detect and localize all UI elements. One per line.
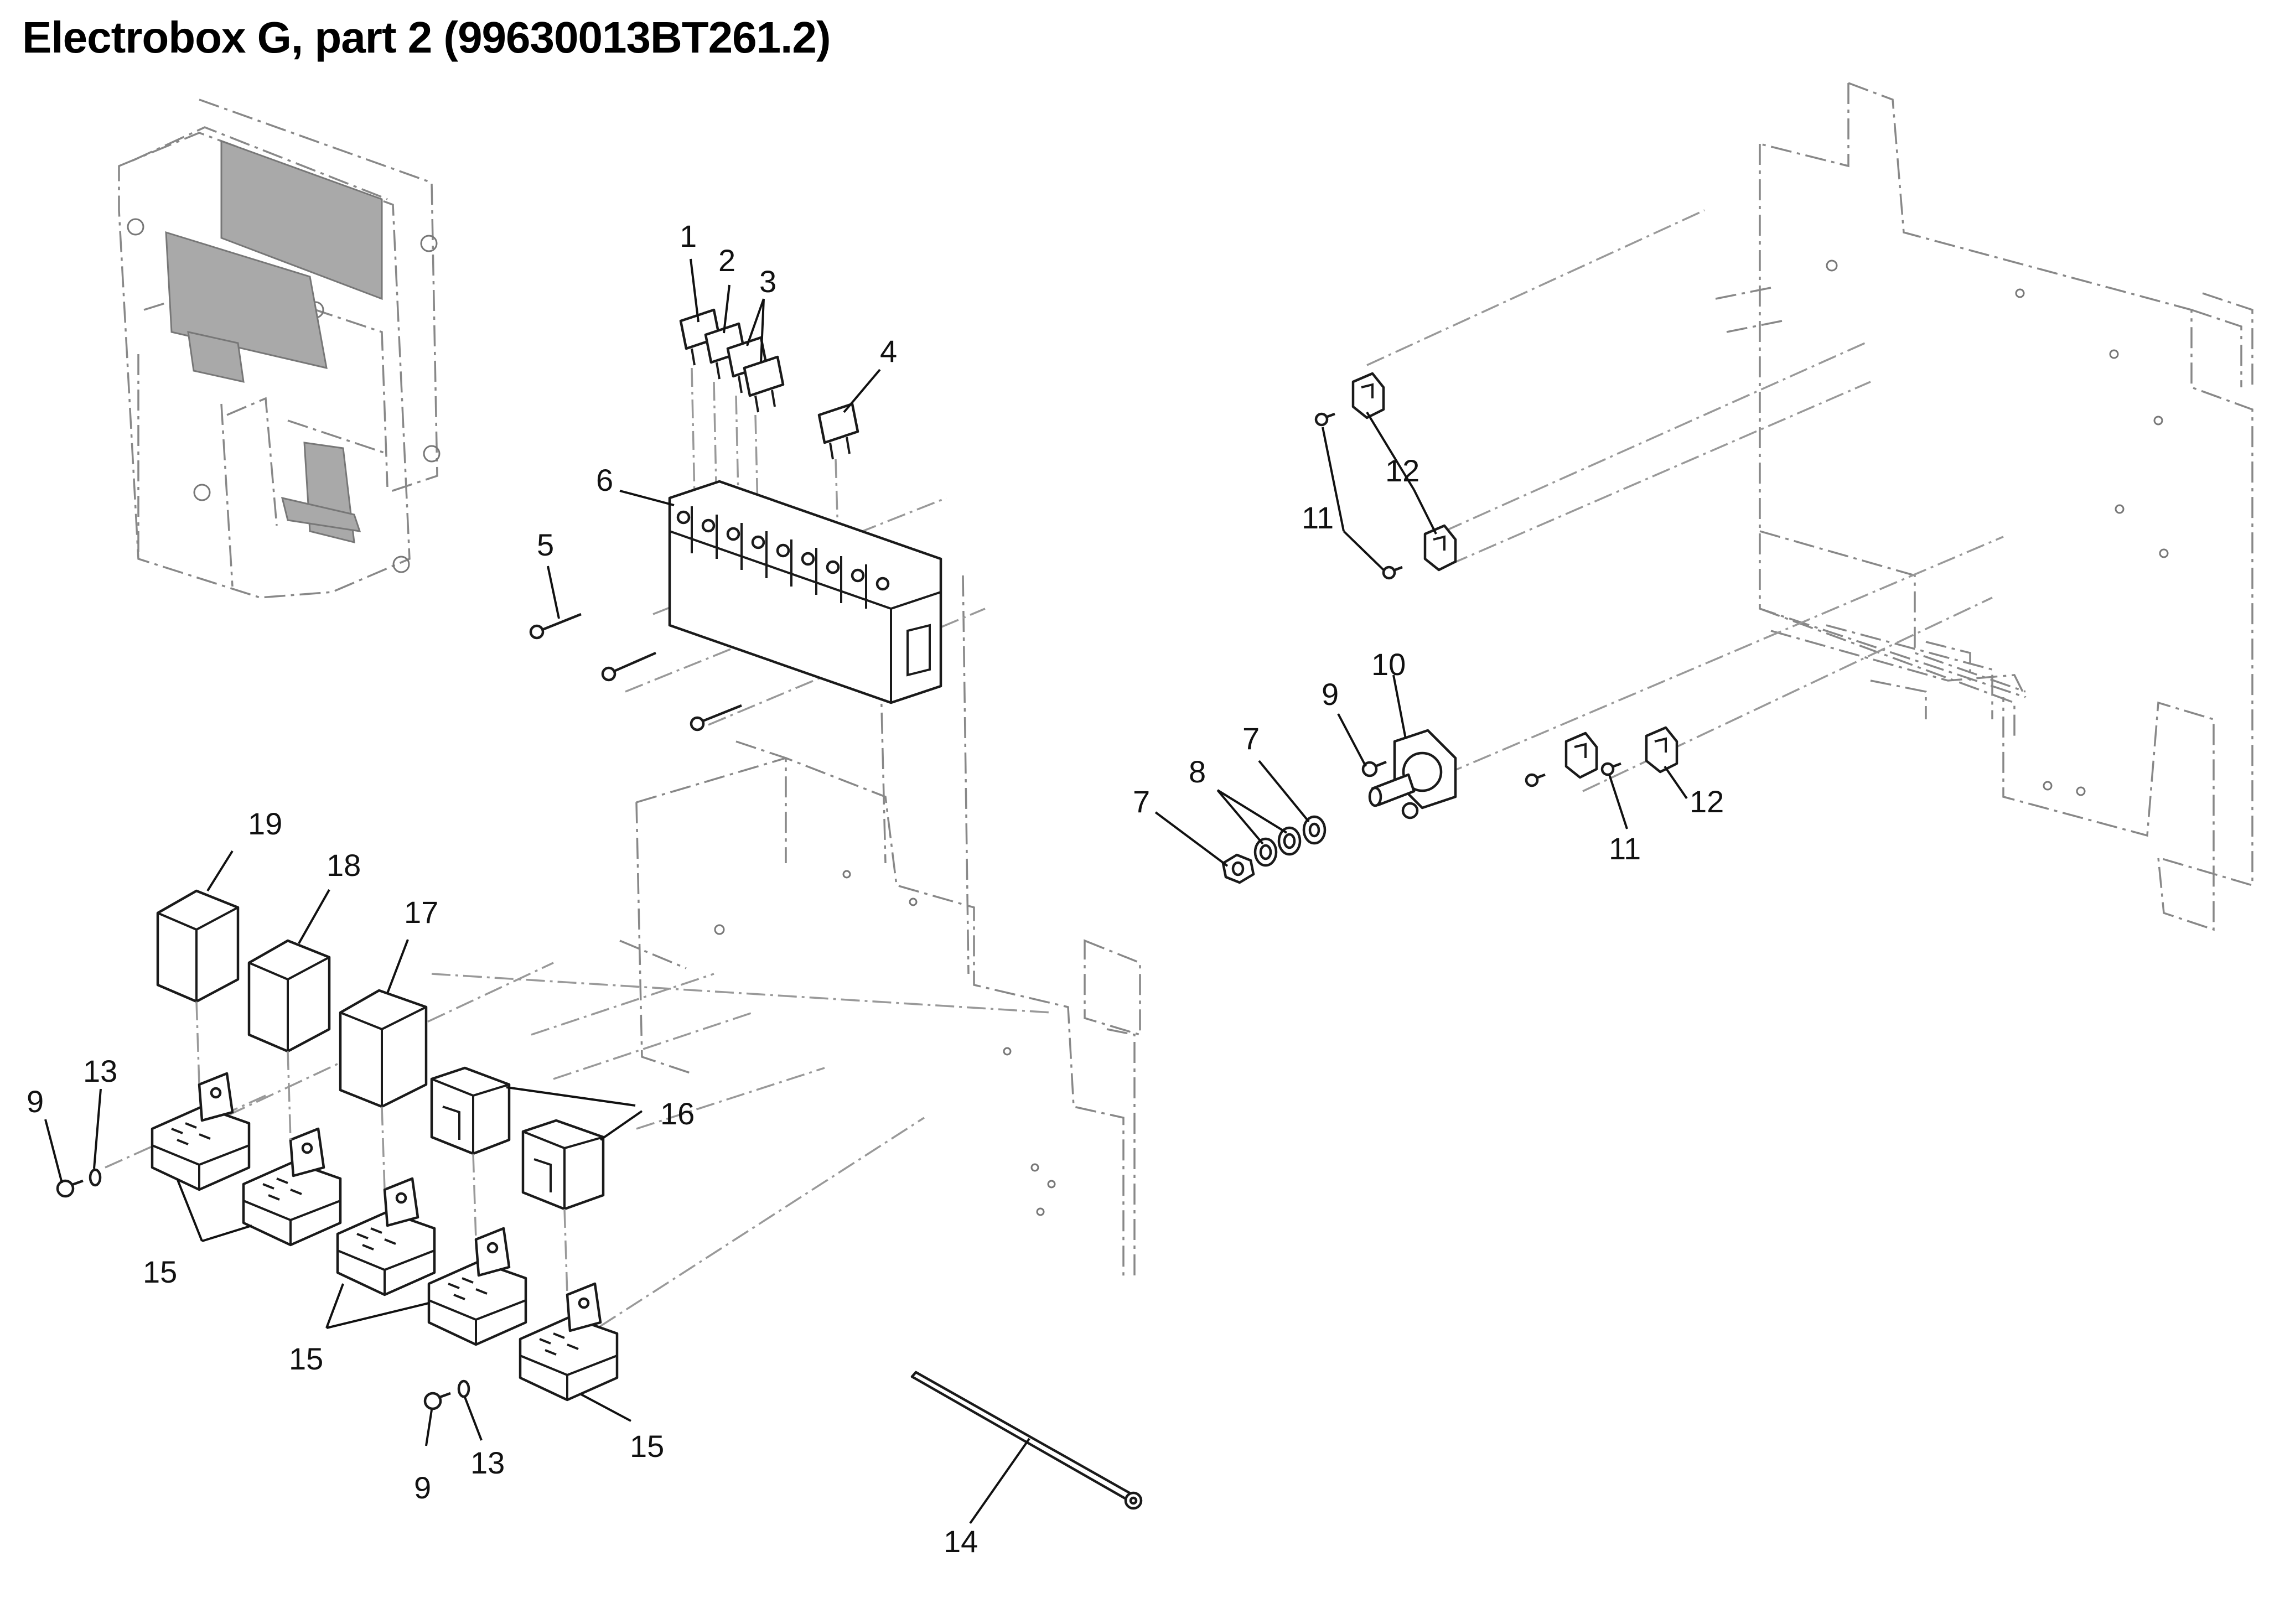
- relay-17: [339, 989, 428, 1108]
- screw-5-c: [690, 704, 742, 731]
- callout-10: 10: [1371, 647, 1406, 682]
- screw-5-a: [529, 613, 582, 640]
- micro-relay-16-a: [430, 1066, 511, 1155]
- callout-6: 6: [596, 463, 613, 497]
- relay-socket-15-c: [336, 1177, 436, 1296]
- fuse-leaders: [691, 367, 840, 554]
- bracket-12-top-b: [1423, 524, 1457, 572]
- bracket-12-right-b: [1645, 726, 1678, 774]
- callout-8: 8: [1189, 754, 1206, 789]
- callout-16: 16: [660, 1096, 695, 1131]
- callout-12-right: 12: [1690, 784, 1724, 819]
- diagram-title: Electrobox G, part 2 (99630013BT261.2): [22, 13, 831, 62]
- mounting-plate-lower-outline: [619, 575, 1141, 1278]
- callout-18: 18: [327, 848, 361, 883]
- screw-11-top-a: [1314, 412, 1335, 427]
- callout-13-left: 13: [83, 1054, 117, 1088]
- callout-11-right: 11: [1609, 831, 1641, 866]
- mounting-frame-right-leaders: [1366, 209, 2004, 792]
- callout-9-switch: 9: [1322, 677, 1339, 712]
- fuse-3b: [743, 355, 785, 413]
- callout-12-top: 12: [1385, 453, 1419, 488]
- relay-19: [156, 889, 240, 1003]
- screw-9-left: [56, 1179, 84, 1198]
- screw-11-right-b: [1600, 762, 1621, 776]
- callout-2: 2: [718, 243, 735, 278]
- relay-socket-15-e: [519, 1282, 619, 1402]
- callout-7-left: 7: [1133, 784, 1150, 819]
- callout-15-b: 15: [289, 1341, 323, 1376]
- callout-7-right: 7: [1242, 721, 1260, 756]
- screw-11-right-a: [1525, 773, 1546, 787]
- callout-11-top: 11: [1302, 500, 1334, 535]
- washer-13-left: [89, 1168, 102, 1187]
- callout-15-c: 15: [630, 1429, 664, 1464]
- callout-4: 4: [880, 334, 897, 369]
- micro-relay-16-b: [521, 1119, 605, 1211]
- cable-tie-14: [910, 1371, 1143, 1510]
- fuse-4: [817, 402, 859, 460]
- relay-socket-15-b: [242, 1127, 342, 1247]
- washer-8-b: [1277, 826, 1302, 856]
- callout-5: 5: [537, 527, 554, 562]
- screw-9-switch: [1361, 760, 1387, 777]
- washer-7-right: [1302, 815, 1327, 845]
- callout-3: 3: [759, 264, 776, 299]
- callout-leader-lines: [44, 258, 1688, 1524]
- callout-9-bottom: 9: [414, 1470, 431, 1505]
- callout-1: 1: [680, 219, 697, 253]
- nut-7-left: [1221, 853, 1255, 884]
- relay-socket-15-a: [151, 1072, 251, 1191]
- callout-14: 14: [944, 1524, 978, 1559]
- callout-numbers: 1 2 3 4 5 6 7 7 8 9 9 9 10 11 11 12 12 1…: [27, 219, 1724, 1559]
- callout-15-a: 15: [143, 1254, 177, 1289]
- screw-11-top-b: [1382, 565, 1403, 580]
- relay-18: [247, 939, 331, 1053]
- screw-5-b: [601, 651, 656, 682]
- switch-10: [1368, 729, 1457, 819]
- relay-leaders: [195, 1001, 568, 1295]
- washer-8-a: [1253, 837, 1278, 867]
- screw-9-bottom: [423, 1392, 451, 1410]
- relay-socket-15-d: [427, 1227, 527, 1346]
- callout-19: 19: [248, 806, 282, 841]
- callout-17: 17: [404, 895, 438, 930]
- callout-13-bottom: 13: [470, 1445, 505, 1480]
- mounting-frame-right-outline: [1715, 82, 2253, 931]
- callout-9-left: 9: [27, 1084, 44, 1119]
- fuse-holder-block-6: [668, 480, 942, 704]
- bracket-12-right-a: [1564, 731, 1598, 779]
- bracket-12-top-a: [1351, 372, 1385, 419]
- washer-13-bottom: [457, 1379, 470, 1398]
- electrobox-modules-shaded: [165, 139, 383, 543]
